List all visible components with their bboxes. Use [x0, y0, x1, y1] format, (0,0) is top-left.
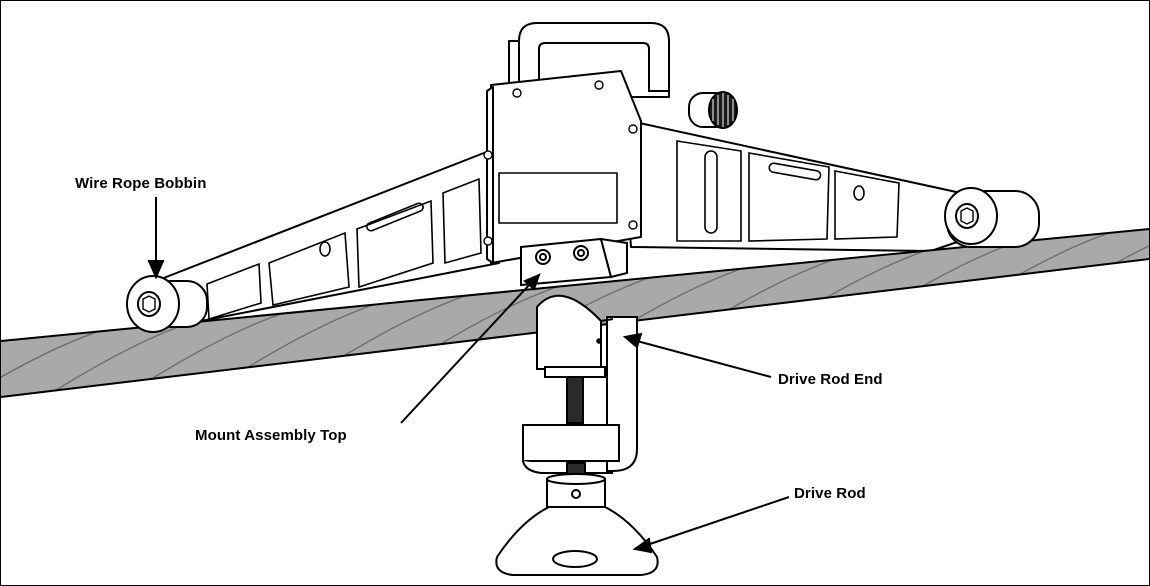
left-arm-cutouts [206, 177, 482, 321]
callout-wire-rope-bobbin: Wire Rope Bobbin [75, 175, 207, 192]
tester-frame [155, 40, 1002, 322]
callout-leaders [147, 197, 790, 554]
callout-mount-assembly-top: Mount Assembly Top [195, 427, 347, 444]
carry-handle [518, 22, 670, 92]
electronics-housing [483, 70, 642, 264]
callout-drive-rod-end: Drive Rod End [778, 371, 883, 388]
mount-block [520, 237, 628, 287]
callout-drive-rod: Drive Rod [794, 485, 866, 502]
right-bobbin [944, 187, 1040, 248]
right-arm-cutouts [676, 140, 900, 242]
left-bobbin [126, 275, 208, 333]
side-knob [688, 91, 738, 129]
clamp-assembly [495, 294, 659, 576]
